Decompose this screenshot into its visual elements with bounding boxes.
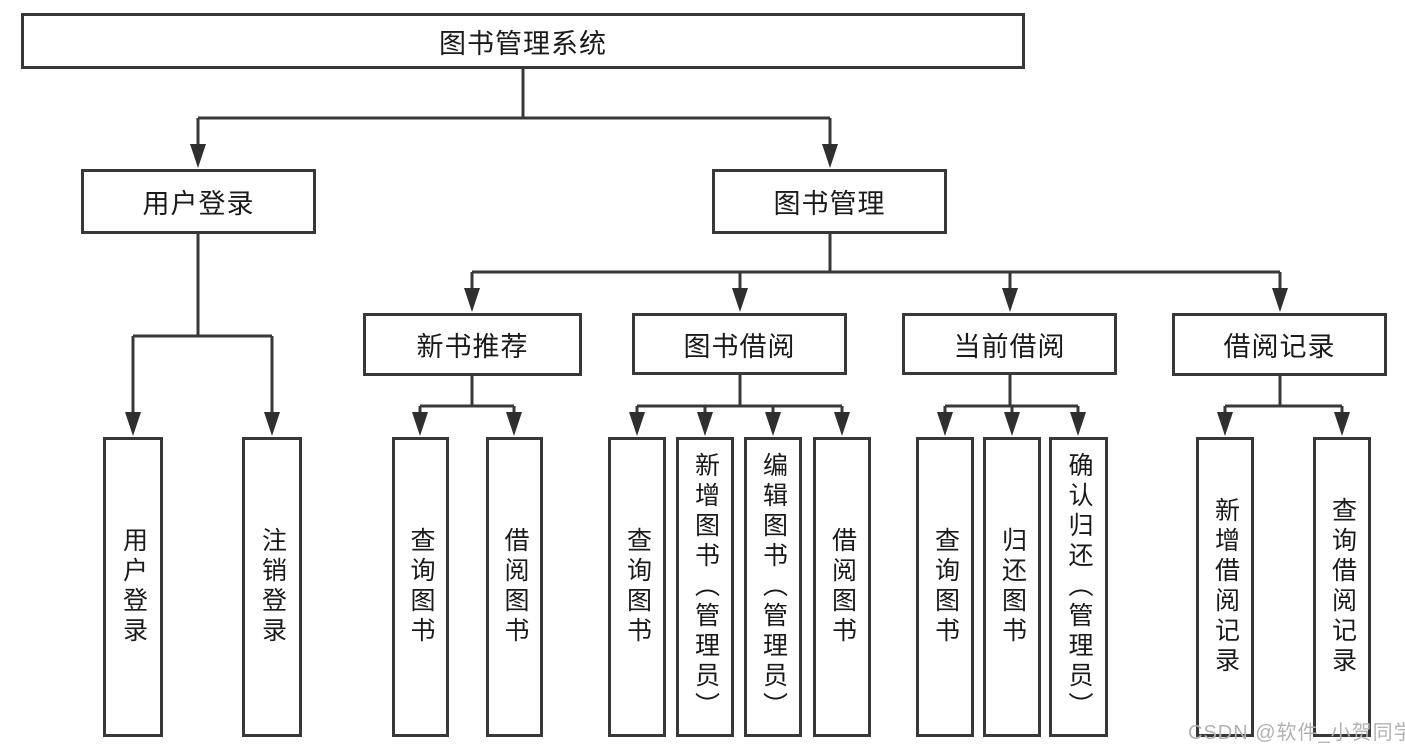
leaf-borrow-book-1: 借阅图书 xyxy=(486,437,543,737)
node-borrow-record: 借阅记录 xyxy=(1172,313,1387,376)
leaf-borrow-book-2: 借阅图书 xyxy=(813,437,871,737)
node-new-book-recommend: 新书推荐 xyxy=(363,313,582,376)
node-current-borrow: 当前借阅 xyxy=(902,313,1117,375)
leaf-return-book: 归还图书 xyxy=(983,437,1041,737)
csdn-watermark: CSDN @软件_小贺同学 xyxy=(1188,722,1405,744)
node-user-login: 用户登录 xyxy=(81,169,316,234)
node-book-management: 图书管理 xyxy=(712,169,947,234)
leaf-logout: 注销登录 xyxy=(242,437,302,737)
leaf-add-borrow-record: 新增借阅记录 xyxy=(1196,437,1254,737)
leaf-add-book-admin: 新增图书（管理员） xyxy=(676,437,734,737)
leaf-query-book-2: 查询图书 xyxy=(608,437,666,737)
leaf-user-login: 用户登录 xyxy=(103,437,163,737)
leaf-query-book-3: 查询图书 xyxy=(916,437,974,737)
node-book-borrow: 图书借阅 xyxy=(632,313,847,375)
leaf-query-borrow-record: 查询借阅记录 xyxy=(1313,437,1371,737)
leaf-edit-book-admin: 编辑图书（管理员） xyxy=(744,437,802,737)
leaf-confirm-return-admin: 确认归还（管理员） xyxy=(1049,437,1108,737)
leaf-query-book-1: 查询图书 xyxy=(392,437,449,737)
node-root-system: 图书管理系统 xyxy=(21,13,1025,69)
